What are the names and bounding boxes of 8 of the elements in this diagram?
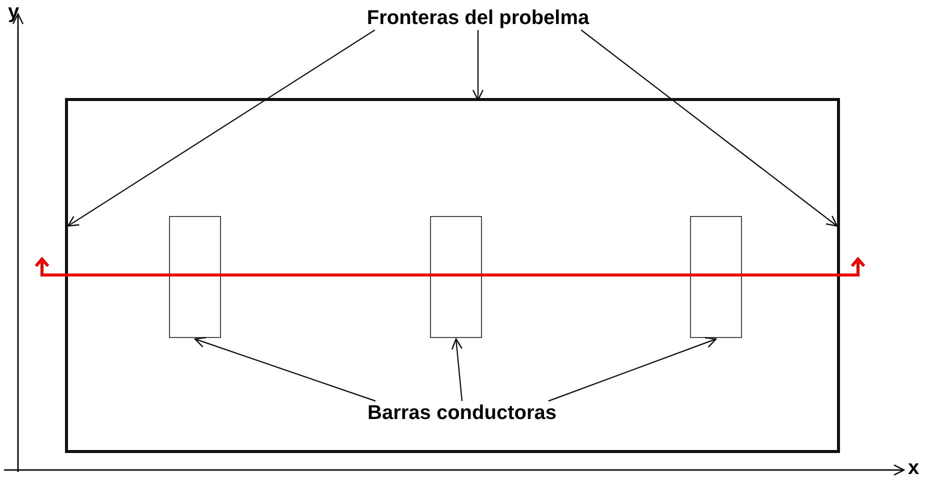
conductor-bar [430, 216, 482, 338]
axis-label: x [908, 458, 920, 478]
callout-label: Fronteras del probelma [366, 6, 590, 30]
boundary-rectangle [65, 98, 840, 453]
axis-label: y [8, 2, 20, 22]
callout-label: Barras conductoras [368, 401, 556, 425]
conductor-bar [169, 216, 221, 338]
conductor-bar [690, 216, 742, 338]
